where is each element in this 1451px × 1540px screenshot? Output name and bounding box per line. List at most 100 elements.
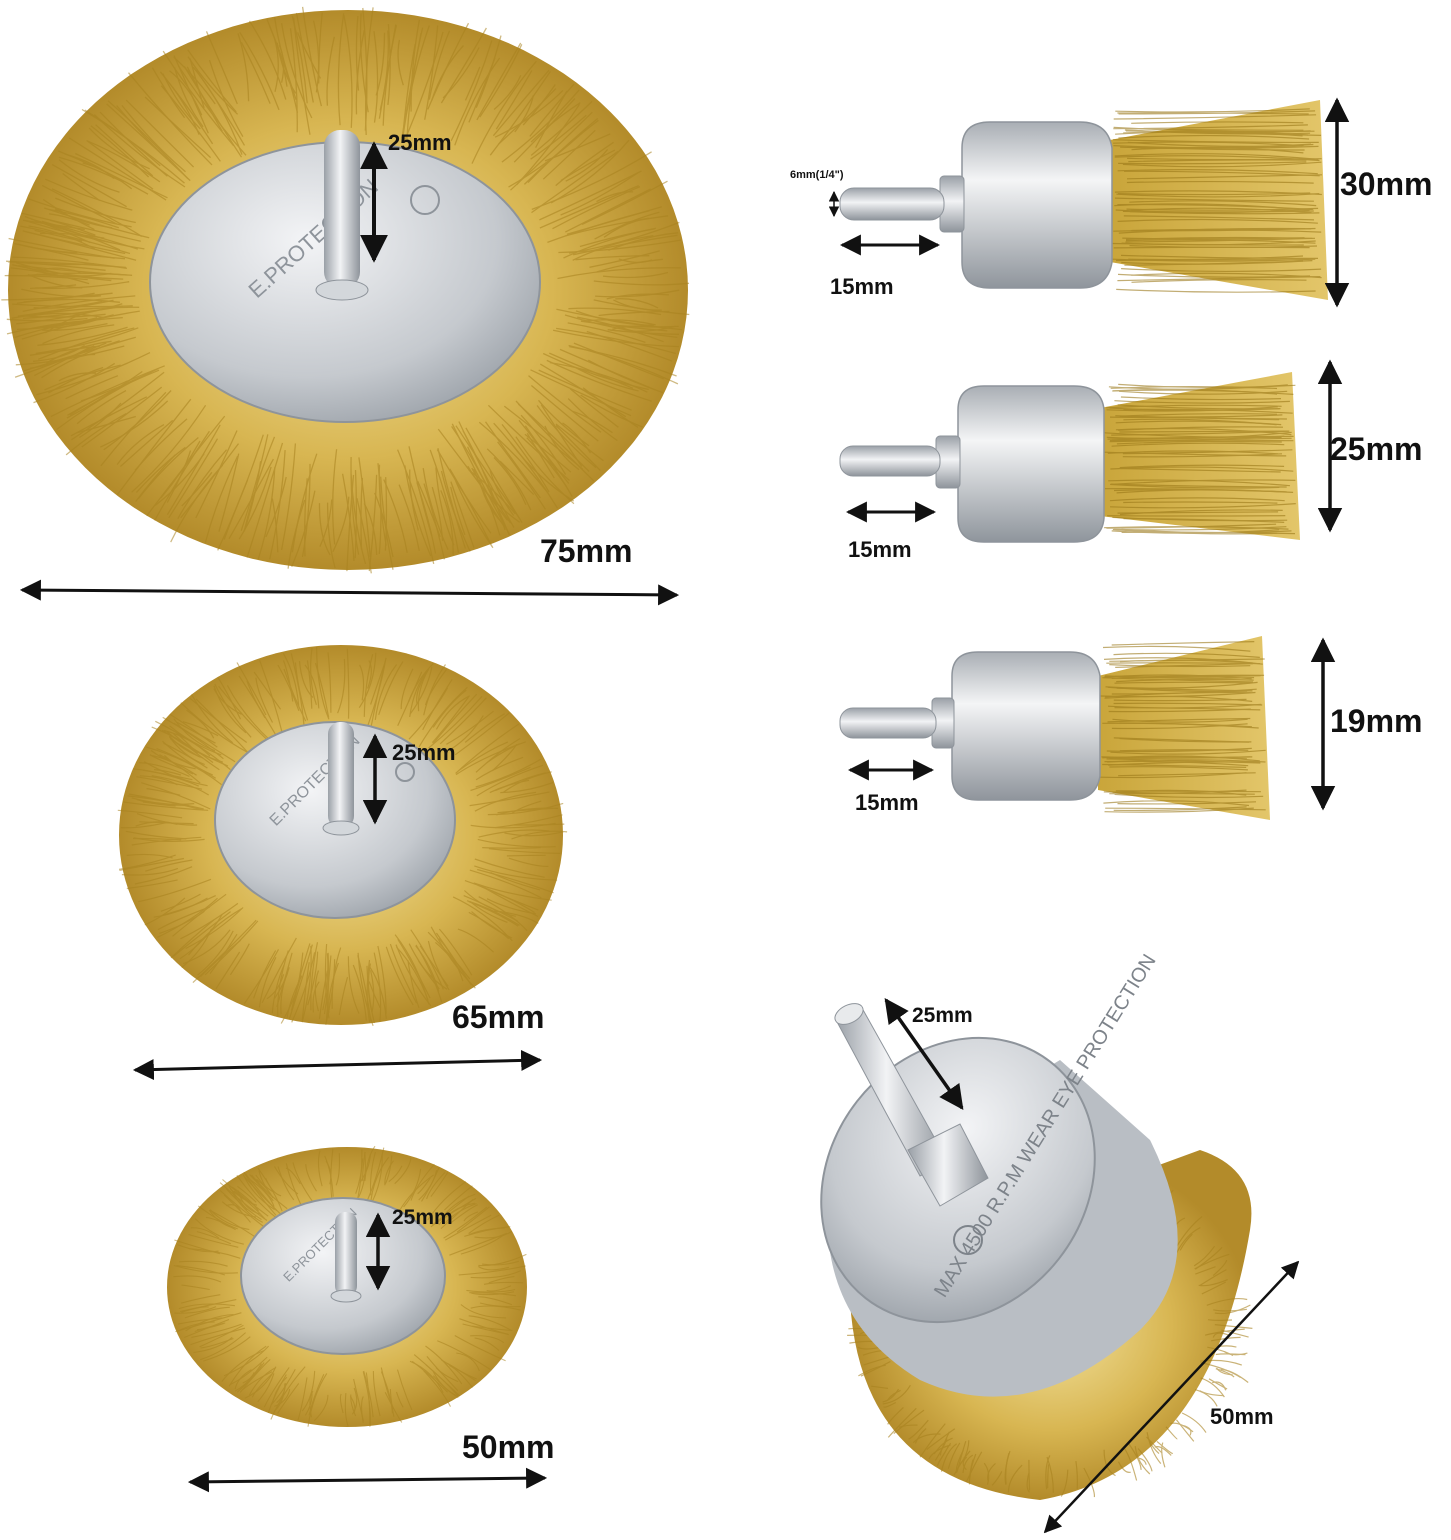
wire-strand [194, 1218, 244, 1245]
wire-strand [579, 228, 655, 248]
shank-length-label: 25mm [392, 1206, 453, 1229]
wire-strand [1118, 134, 1310, 140]
wire-strand [585, 319, 656, 326]
wire-strand [594, 211, 660, 240]
wire-strand [395, 1391, 404, 1408]
wire-strand [403, 1168, 422, 1208]
wire-strand [396, 946, 429, 1001]
wire-strand [318, 503, 331, 556]
wire-strand [555, 141, 614, 187]
wire-strand [439, 1193, 476, 1221]
wire-strand [251, 1373, 273, 1398]
wire-strand [1115, 427, 1292, 436]
wire-strand [308, 1373, 325, 1416]
wire-strand [1124, 129, 1311, 134]
wire-strand [500, 781, 554, 794]
wire-strand [595, 289, 680, 298]
wire-strand [417, 669, 429, 712]
wire-strand [962, 1454, 974, 1474]
wire-strand [469, 869, 542, 899]
wire-strand [406, 27, 424, 140]
wire-strand [12, 256, 127, 269]
wire-strand [1122, 453, 1283, 458]
wire-strand [233, 1190, 266, 1220]
wire-strand [882, 1384, 911, 1405]
wire-strand [41, 220, 138, 250]
wire-strand [488, 1276, 515, 1284]
wire-strand [81, 108, 185, 184]
wire-strand [455, 741, 526, 776]
wire-strand [1109, 497, 1285, 502]
wire-strand [451, 715, 484, 750]
wire-strand [173, 56, 216, 105]
wire-strand [270, 1366, 306, 1420]
wire-strand [372, 1370, 381, 1417]
wire-strand [116, 424, 165, 465]
wire-strand [1113, 145, 1319, 149]
wire-strand [522, 84, 556, 126]
wire-strand [539, 185, 639, 229]
wire-strand [1106, 747, 1252, 753]
wire-strand [267, 1374, 287, 1414]
wire-strand [1111, 723, 1248, 730]
wire-strand [173, 67, 204, 128]
wire-strand [397, 938, 431, 999]
wire-strand [223, 1194, 251, 1223]
wire-strand [1114, 153, 1319, 160]
wire-strand [128, 793, 204, 811]
wire-strand [135, 454, 176, 502]
wire-strand [242, 1174, 275, 1211]
wire-strand [962, 1456, 968, 1471]
wire-strand [939, 1431, 950, 1456]
wire-strand [477, 868, 554, 894]
wire-strand [603, 217, 649, 238]
wire-strand [363, 503, 378, 556]
wire-strand [176, 1265, 226, 1276]
wire-strand [456, 1206, 490, 1233]
wire-strand [116, 398, 192, 496]
wire-strand [1115, 663, 1253, 668]
wire-strand [253, 950, 277, 999]
wire-strand [282, 660, 294, 702]
wire-strand [1106, 406, 1278, 412]
wire-strand [454, 57, 501, 146]
wire-strand [368, 474, 378, 572]
wire-strand [919, 1423, 946, 1458]
wire-strand [397, 39, 404, 86]
wire-strand [580, 394, 643, 428]
wire-strand [221, 1201, 256, 1218]
wire-strand [506, 854, 546, 857]
wire-strand [170, 919, 215, 959]
wire-strand [23, 292, 95, 303]
wire-strand [459, 741, 509, 771]
wire-strand [14, 316, 123, 339]
wire-strand [379, 30, 389, 111]
wire-strand [282, 652, 300, 706]
wire-strand [458, 1265, 526, 1276]
wire-strand [1112, 139, 1319, 144]
wire-strand [1119, 722, 1259, 729]
wire-strand [243, 949, 280, 1005]
wire-strand [363, 1370, 374, 1418]
wire-strand [175, 1312, 242, 1333]
wire-strand [1107, 450, 1279, 455]
wire-strand [396, 1369, 413, 1411]
wire-strand [222, 1179, 269, 1217]
wire-strand [453, 475, 494, 549]
wire-strand [287, 499, 306, 569]
wire-strand [218, 453, 240, 532]
wire-strand [35, 327, 139, 355]
wire-strand [1117, 273, 1311, 278]
wire-strand [471, 60, 537, 164]
wire-strand [34, 229, 83, 242]
wire-strand [380, 476, 394, 570]
wire-strand [265, 1177, 282, 1197]
wire-strand [407, 960, 420, 1009]
wire-strand [1115, 420, 1282, 426]
wire-strand [121, 867, 179, 876]
wire-strand [475, 758, 541, 788]
wire-strand [450, 486, 466, 536]
wire-strand [346, 474, 355, 572]
wire-strand [256, 1178, 274, 1199]
wire-strand [313, 1394, 329, 1422]
